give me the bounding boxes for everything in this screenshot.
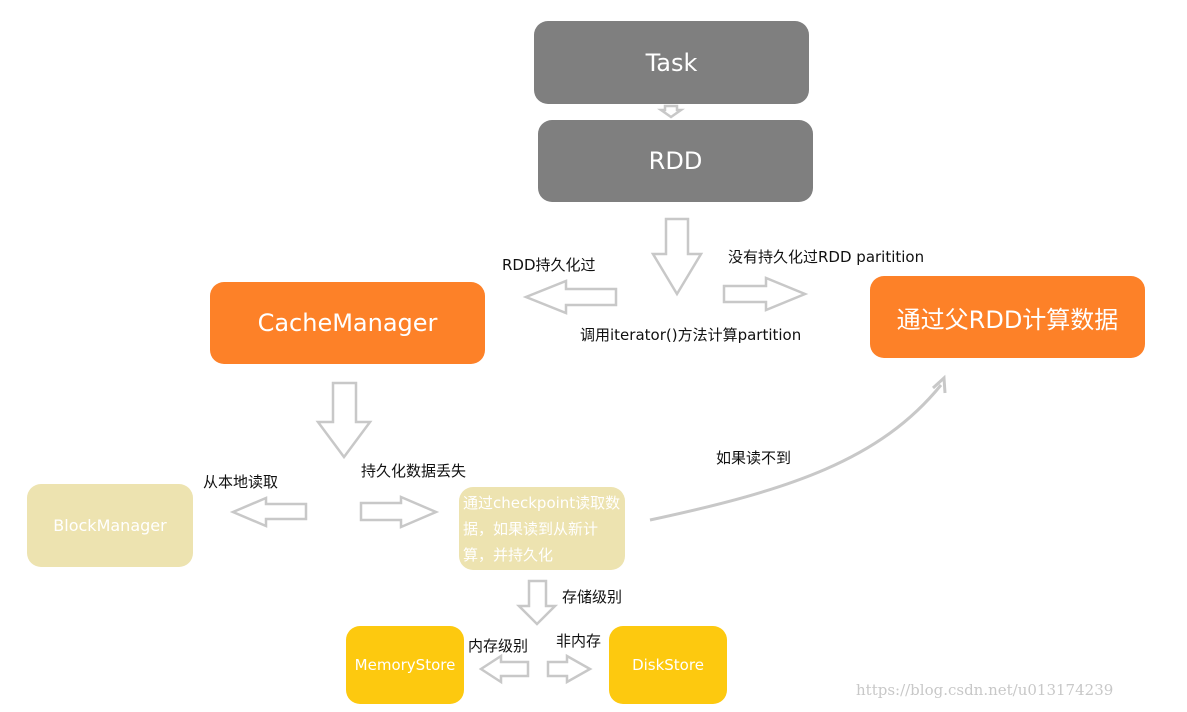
edge-label-memory-level: 内存级别 — [468, 637, 529, 655]
arrow-curve-head — [931, 374, 947, 394]
arrow-storage-level — [515, 579, 559, 626]
edge-label-persisted: RDD持久化过 — [502, 256, 596, 274]
edge-label-if-not-read: 如果读不到 — [716, 449, 792, 467]
memorystore-label: MemoryStore — [354, 656, 456, 674]
blockmanager-node: BlockManager — [27, 484, 193, 567]
diskstore-node: DiskStore — [609, 626, 727, 704]
task-label: Task — [645, 48, 698, 77]
watermark-text: https://blog.csdn.net/u013174239 — [856, 681, 1114, 699]
diskstore-label: DiskStore — [632, 656, 704, 674]
arrow-to-blockmanager — [229, 496, 308, 528]
edge-label-not-persisted: 没有持久化过RDD paritition — [728, 248, 925, 266]
arrow-to-diskstore — [546, 653, 593, 685]
checkpoint-node: 通过checkpoint读取数据，如果读到从新计算，并持久化 — [459, 487, 625, 570]
arrow-cachemanager-down — [315, 381, 373, 460]
arrow-to-cachemanager — [522, 279, 618, 315]
edge-label-persist-lost: 持久化数据丢失 — [361, 462, 467, 480]
edge-label-non-memory: 非内存 — [556, 632, 602, 650]
checkpoint-label: 通过checkpoint读取数据，如果读到从新计算，并持久化 — [463, 494, 621, 564]
edge-label-read-local: 从本地读取 — [203, 473, 279, 491]
arrow-task-to-rdd — [657, 104, 685, 119]
task-node: Task — [534, 21, 809, 104]
edge-label-iterator-call: 调用iterator()方法计算partition — [580, 326, 802, 344]
blockmanager-label: BlockManager — [53, 516, 167, 535]
rdd-label: RDD — [648, 147, 703, 175]
rdd-node: RDD — [538, 120, 813, 202]
arrow-to-parent-compute — [722, 276, 809, 312]
arrow-to-memorystore — [478, 653, 530, 685]
parent-compute-node: 通过父RDD计算数据 — [870, 276, 1145, 358]
arrow-curve-if-not-read — [649, 384, 943, 522]
cachemanager-label: CacheManager — [257, 309, 438, 337]
arrow-rdd-down — [650, 217, 704, 297]
edge-label-storage-level: 存储级别 — [562, 588, 623, 606]
parent-compute-label: 通过父RDD计算数据 — [896, 305, 1119, 334]
cachemanager-node: CacheManager — [210, 282, 485, 364]
memorystore-node: MemoryStore — [346, 626, 464, 704]
arrow-to-checkpoint — [359, 495, 440, 529]
